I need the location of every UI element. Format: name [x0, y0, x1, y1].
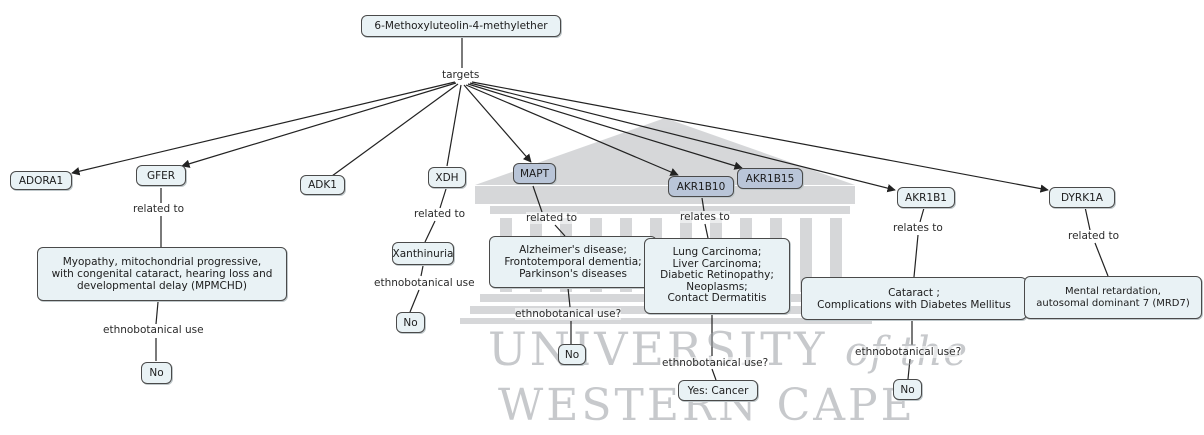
xdh-link-label: related to: [414, 208, 466, 220]
target-node-adk1[interactable]: ADK1: [300, 175, 345, 195]
dyrk1a-disease-label: Mental retardation, autosomal dominant 7…: [1036, 285, 1190, 309]
akr1b1-use-value-node[interactable]: No: [893, 379, 922, 400]
akr1b10-use-value: Yes: Cancer: [687, 384, 749, 397]
targets-link-label: targets: [442, 69, 480, 81]
gfer-disease-label: Myopathy, mitochondrial progressive, wit…: [51, 256, 273, 292]
xdh-use-label: ethnobotanical use: [374, 277, 475, 289]
akr1b1-use-label: ethnobotanical use?: [855, 346, 962, 358]
target-label-xdh: XDH: [435, 171, 459, 184]
target-label-mapt: MAPT: [520, 167, 549, 180]
gfer-use-label: ethnobotanical use: [103, 324, 204, 336]
akr1b10-disease-label: Lung Carcinoma; Liver Carcinoma; Diabeti…: [660, 246, 774, 305]
xdh-use-value-node[interactable]: No: [396, 312, 425, 333]
akr1b1-disease-node[interactable]: Cataract ; Complications with Diabetes M…: [801, 277, 1027, 320]
akr1b1-use-value: No: [900, 383, 915, 396]
xdh-use-value: No: [403, 316, 418, 329]
target-label-akr1b15: AKR1B15: [745, 172, 795, 185]
target-node-akr1b1[interactable]: AKR1B1: [897, 187, 955, 208]
root-compound-label: 6-Methoxyluteolin-4-methylether: [374, 20, 548, 32]
akr1b1-link-label: relates to: [893, 222, 943, 234]
root-compound-node[interactable]: 6-Methoxyluteolin-4-methylether: [361, 15, 561, 37]
mapt-use-value: No: [564, 348, 580, 361]
dyrk1a-link-label: related to: [1068, 230, 1120, 242]
target-node-dyrk1a[interactable]: DYRK1A: [1049, 187, 1115, 208]
target-label-gfer: GFER: [146, 169, 176, 182]
mapt-disease-node[interactable]: Alzheimer's disease; Frontotemporal deme…: [489, 236, 657, 288]
target-node-adora1[interactable]: ADORA1: [10, 171, 72, 190]
akr1b10-disease-node[interactable]: Lung Carcinoma; Liver Carcinoma; Diabeti…: [644, 238, 790, 314]
akr1b10-use-label: ethnobotanical use?: [662, 357, 769, 369]
target-node-mapt[interactable]: MAPT: [513, 163, 556, 184]
gfer-link-label: related to: [133, 203, 185, 215]
target-node-akr1b15[interactable]: AKR1B15: [737, 168, 803, 189]
target-label-akr1b10: AKR1B10: [676, 180, 726, 193]
connector-lines: [71, 37, 1109, 381]
target-node-akr1b10[interactable]: AKR1B10: [668, 176, 734, 197]
target-node-xdh[interactable]: XDH: [428, 167, 466, 188]
mapt-link-label: related to: [526, 212, 578, 224]
watermark-line1: UNIVERSITY: [488, 322, 828, 376]
mapt-disease-label: Alzheimer's disease; Frontotemporal deme…: [504, 244, 642, 280]
mapt-use-label: ethnobotanical use?: [515, 308, 622, 320]
xdh-disease-label: Xanthinuria: [392, 247, 454, 260]
target-label-dyrk1a: DYRK1A: [1061, 191, 1103, 204]
target-label-akr1b1: AKR1B1: [905, 191, 947, 204]
dyrk1a-disease-node[interactable]: Mental retardation, autosomal dominant 7…: [1024, 276, 1202, 319]
target-label-adk1: ADK1: [308, 179, 337, 191]
gfer-use-value: No: [149, 367, 164, 379]
gfer-disease-node[interactable]: Myopathy, mitochondrial progressive, wit…: [37, 247, 287, 301]
akr1b10-link-label: relates to: [680, 211, 730, 223]
gfer-use-value-node[interactable]: No: [141, 362, 172, 384]
target-label-adora1: ADORA1: [18, 174, 64, 187]
akr1b10-use-value-node[interactable]: Yes: Cancer: [678, 380, 758, 401]
mapt-use-value-node[interactable]: No: [558, 344, 586, 365]
target-node-gfer[interactable]: GFER: [136, 165, 186, 186]
akr1b1-disease-label: Cataract ; Complications with Diabetes M…: [817, 286, 1011, 311]
xdh-disease-node[interactable]: Xanthinuria: [392, 242, 454, 265]
